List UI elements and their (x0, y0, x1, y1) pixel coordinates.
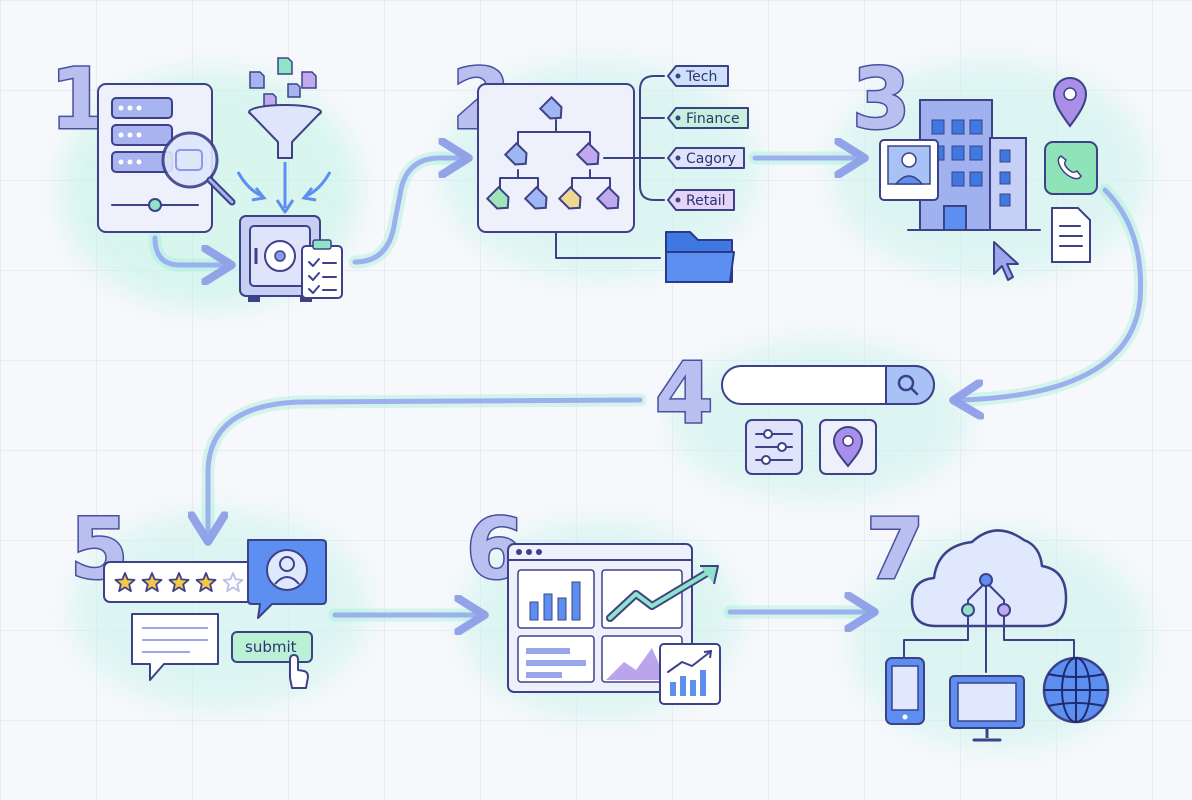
profile-card-icon (879, 139, 939, 201)
flow-arrow-1-2 (352, 158, 462, 265)
step-4: 4 (654, 343, 935, 475)
step-number-7: 7 (866, 500, 924, 598)
star-icon-filled[interactable] (168, 572, 190, 592)
step-7: 7 (865, 499, 1110, 742)
funnel-icon (236, 104, 332, 214)
tag-icon (485, 95, 620, 210)
flow-arrow-3-4 (960, 187, 1144, 400)
search-bar[interactable] (721, 365, 935, 405)
mini-chart-card-icon (659, 643, 721, 705)
star-icon-filled[interactable] (114, 572, 136, 592)
star-icon-empty[interactable] (222, 572, 244, 592)
location-pin-icon (1052, 77, 1088, 128)
tag-label-finance: Finance (686, 111, 740, 127)
star-icon-filled[interactable] (141, 572, 163, 592)
step-6: 6 (465, 499, 721, 705)
dashboard-window-icon (507, 543, 693, 693)
map-pin-button[interactable] (819, 419, 877, 475)
smartphone-icon (885, 657, 925, 725)
tag-retail[interactable]: Retail (667, 189, 735, 211)
globe-icon (1042, 656, 1110, 724)
folder-icon[interactable] (665, 231, 735, 283)
trend-arrow-icon (606, 565, 719, 622)
filter-sliders-icon[interactable] (745, 419, 803, 475)
tag-category[interactable]: Cagory (667, 147, 745, 169)
step-5: 5 submit (69, 499, 327, 689)
step-number-5: 5 (70, 500, 128, 598)
step-2: 2 Tech (451, 49, 749, 283)
cursor-icon (993, 241, 1019, 281)
submit-button[interactable]: submit (231, 631, 313, 663)
user-avatar-icon (247, 539, 327, 619)
cloud-network-icon (903, 529, 1075, 673)
tag-label-tech: Tech (685, 69, 717, 85)
tag-finance[interactable]: Finance (667, 107, 749, 129)
magnifier-icon (161, 131, 236, 206)
monitor-icon (949, 675, 1025, 742)
building-icon (907, 99, 1041, 231)
step-number-3: 3 (852, 50, 910, 148)
bar-chart-icon (529, 581, 581, 621)
tag-label-category: Cagory (686, 151, 736, 167)
flow-arrow-4-5 (208, 397, 643, 535)
flow-arrow-1a (152, 235, 225, 265)
search-icon[interactable] (897, 374, 919, 396)
document-icon (1051, 207, 1091, 263)
server-icon (97, 83, 213, 233)
step-number-4: 4 (655, 344, 713, 442)
star-rating[interactable] (103, 561, 257, 603)
step-1: 1 (49, 49, 343, 302)
tag-label-retail: Retail (686, 193, 726, 209)
phone-icon[interactable] (1044, 141, 1098, 195)
documents-icon (249, 57, 317, 108)
hand-pointer-icon (289, 654, 309, 689)
category-tags: Tech Finance Cagory Retail (639, 65, 749, 211)
step-3: 3 (851, 49, 1098, 281)
clipboard-check-icon (301, 239, 343, 299)
tag-tech[interactable]: Tech (667, 65, 729, 87)
chat-bubble-icon (131, 613, 219, 681)
submit-label: submit (245, 638, 297, 656)
stars-group (114, 572, 244, 592)
star-icon-filled[interactable] (195, 572, 217, 592)
flow-connectors (148, 158, 1148, 615)
